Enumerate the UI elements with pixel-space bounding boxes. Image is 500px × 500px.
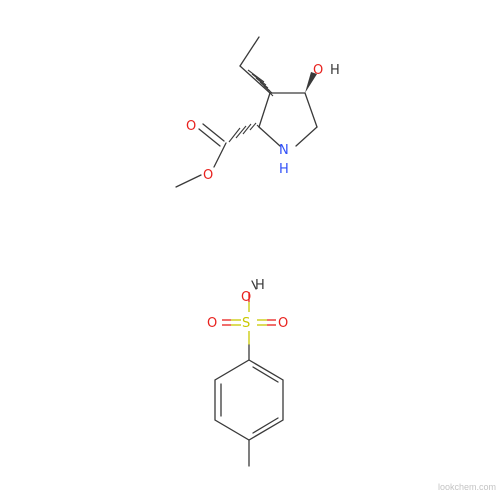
aromatic-bond-1	[252, 366, 279, 383]
c4-solid-wedge	[305, 72, 317, 93]
hydroxyl-oxygen-label: O	[313, 63, 323, 78]
tosic-acid-molecule: H O S O O	[207, 278, 288, 467]
sulfur-label: S	[242, 316, 250, 331]
sulfonyl-oxygen-left-label: O	[207, 316, 217, 331]
benzene-ring	[214, 359, 284, 441]
acid-oxygen-label: O	[241, 290, 251, 305]
methoxy-bond	[175, 174, 202, 188]
amine-nitrogen-label: N	[279, 143, 289, 158]
c2-hashed-wedge	[228, 122, 262, 143]
ring-bond-c5-n	[295, 126, 318, 147]
ring-bond-n-c2	[258, 126, 281, 147]
ring-bond-c2-c3	[258, 92, 271, 128]
ethyl-ch2-bond	[239, 65, 271, 94]
c3-hashed-wedge	[247, 69, 274, 97]
ester-oxygen-label: O	[203, 168, 213, 183]
amine-hydrogen-label: H	[279, 162, 289, 177]
acid-hydrogen-label: H	[255, 278, 265, 293]
carbonyl-oxygen-label: O	[186, 119, 196, 134]
acid-oh-bond	[251, 280, 257, 290]
ring-bond-c4-c5	[304, 92, 318, 128]
pyrrolidine-ester-molecule: O H N H O O	[175, 36, 340, 188]
carbonyl-bond-b	[198, 128, 221, 147]
hydroxyl-hydrogen-label: H	[330, 63, 340, 78]
aromatic-bond-2	[252, 417, 279, 434]
carbonyl-bond-a	[202, 123, 225, 142]
sulfonyl-oxygen-right-label: O	[278, 316, 288, 331]
ethyl-ch3-bond	[239, 36, 260, 67]
watermark-text: lookchem.com	[438, 482, 496, 492]
ester-c-o-bond	[213, 142, 227, 168]
